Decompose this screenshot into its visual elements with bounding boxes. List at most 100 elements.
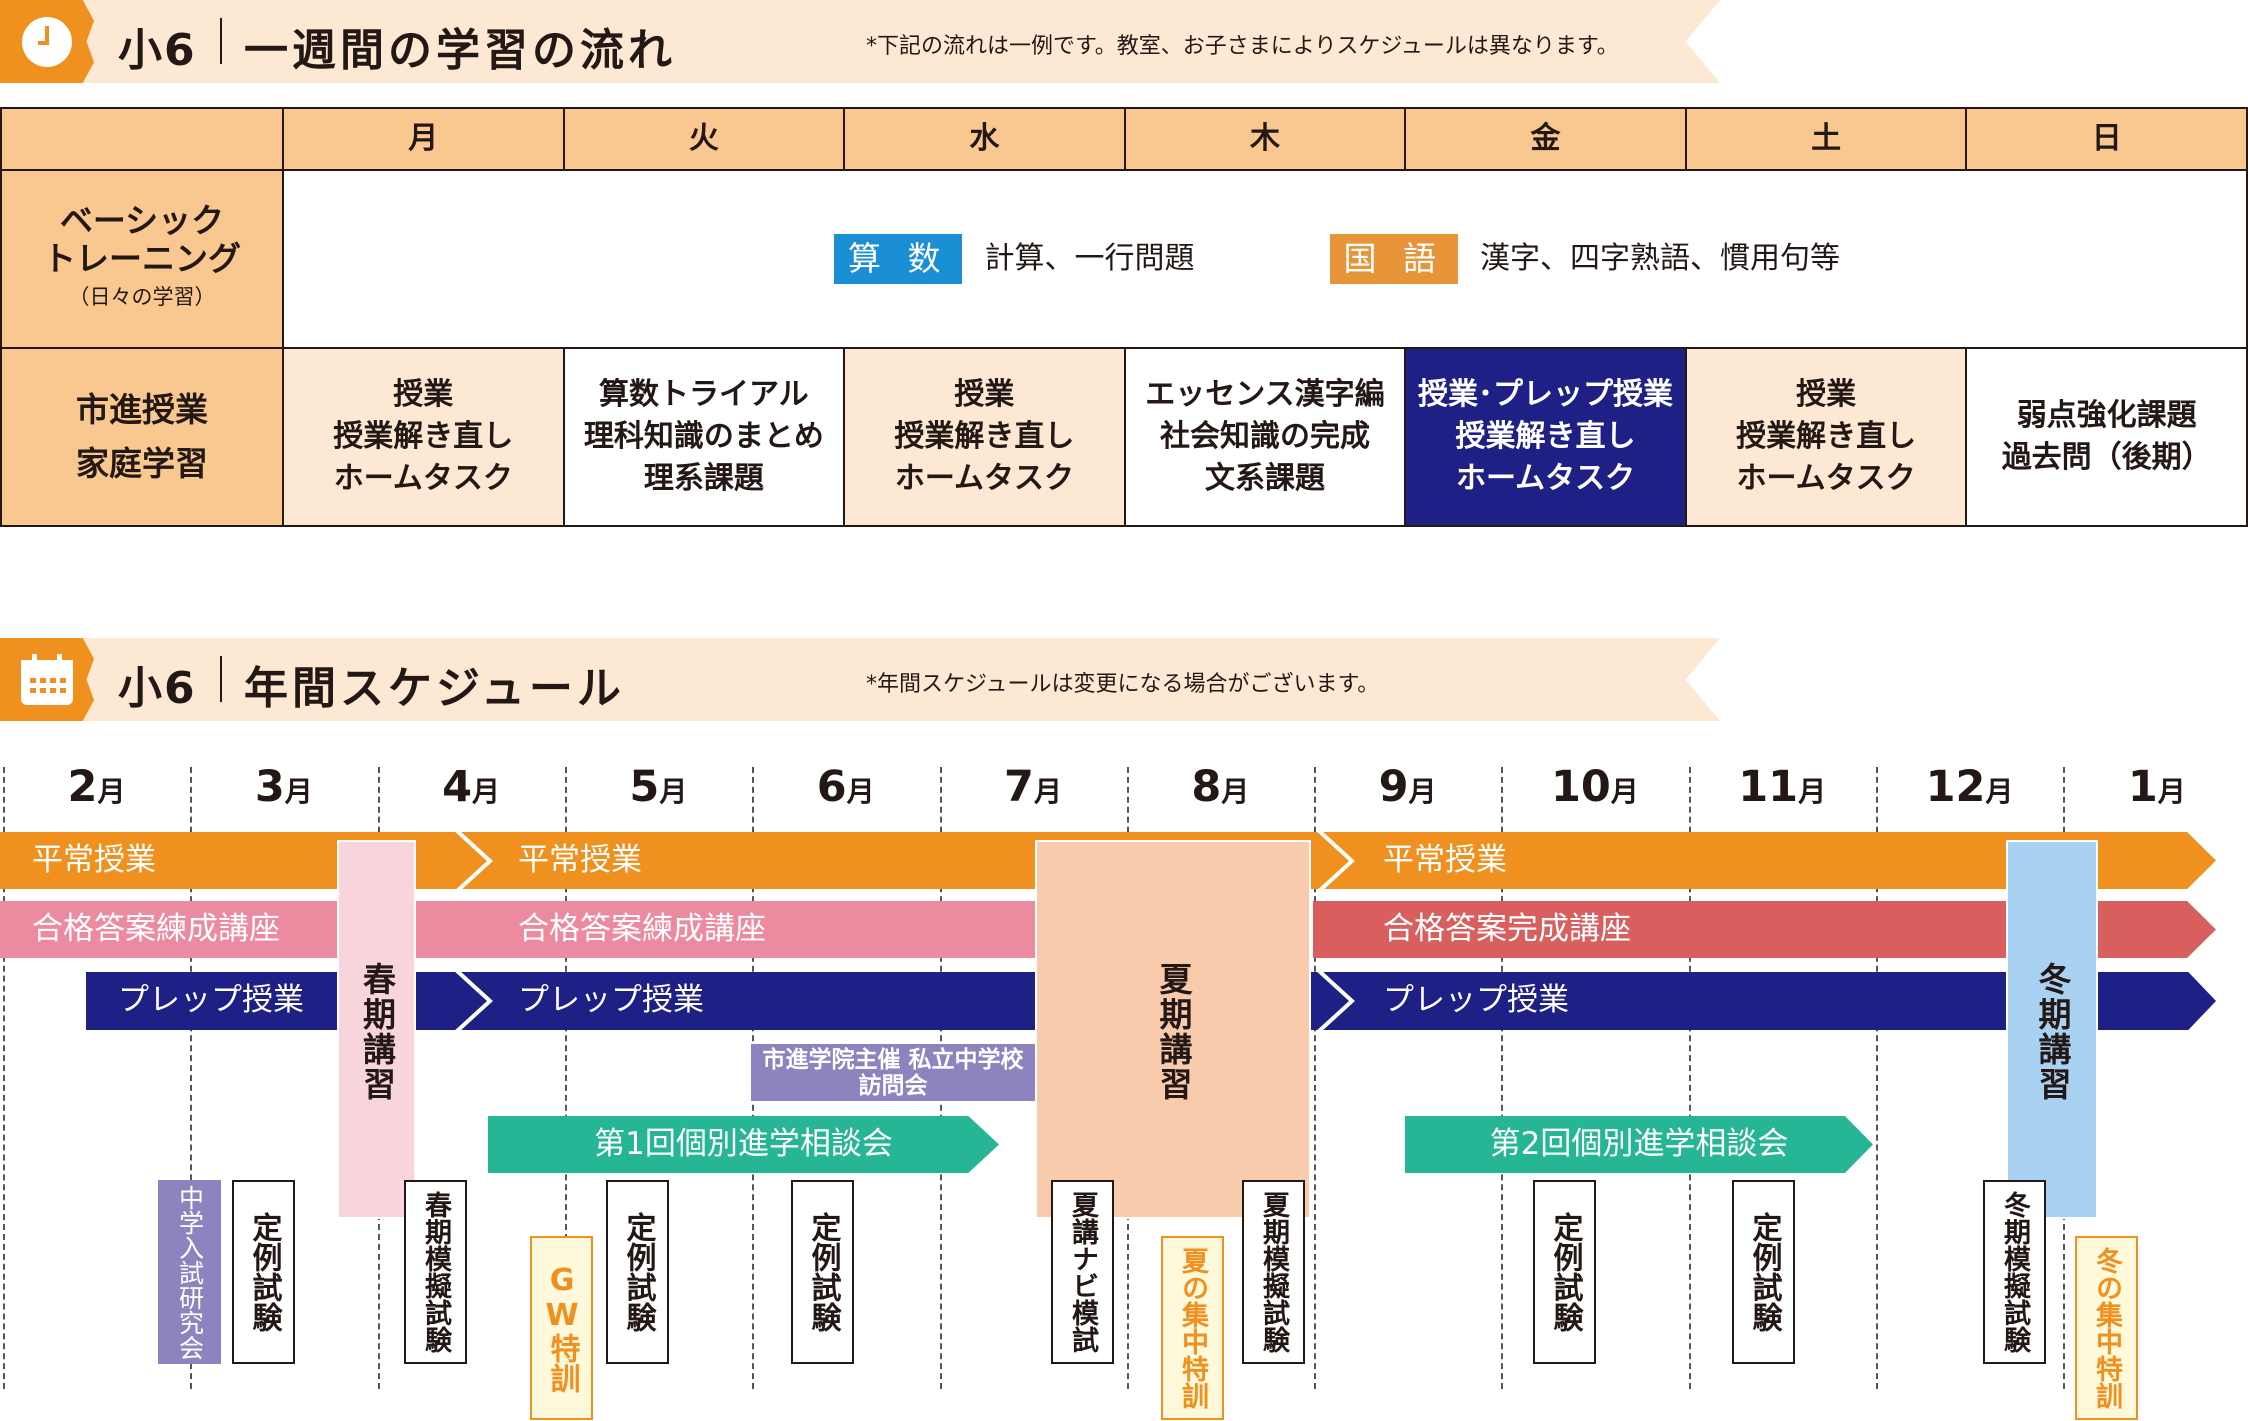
month-suffix: 月: [1985, 775, 2014, 808]
day-header: 木: [1123, 107, 1407, 171]
summer-navi-mock: 夏講ナビ模試: [1051, 1180, 1114, 1364]
month-number: 8: [1191, 762, 1222, 812]
bar-label: プレップ授業: [518, 982, 704, 1018]
section-title: 年間スケジュール: [244, 663, 625, 714]
cell-line: 授業解き直し: [333, 419, 514, 454]
bar-label: 合格答案完成講座: [1383, 911, 1631, 947]
day-header-row: 月 火 水 木 金 土 日: [0, 107, 2248, 171]
cell-line: 授業･プレップ授業: [1418, 377, 1674, 412]
chevron-separators: [454, 828, 1355, 1034]
day-header: 水: [843, 107, 1126, 171]
row-label: トレーニング: [43, 239, 241, 278]
month-divider: [190, 767, 193, 1389]
consultation-2-banner: 第2回個別進学相談会: [1405, 1116, 1873, 1173]
cell-line: 授業: [954, 377, 1015, 412]
month-suffix: 月: [1610, 775, 1639, 808]
month-label: 5月: [565, 762, 752, 812]
winter-course-box: 冬期講習: [2006, 840, 2098, 1219]
month-divider: [564, 767, 567, 1389]
month-number: 10: [1550, 762, 1611, 812]
bar-label: 平常授業: [1383, 842, 1507, 878]
cell-line: 理科知識のまとめ: [583, 419, 824, 454]
month-label: 6月: [752, 762, 939, 812]
month-label: 4月: [378, 762, 565, 812]
divider: [220, 18, 222, 64]
regular-exam: 定例試験: [791, 1180, 854, 1364]
japanese-text: 漢字、四字熟語、慣用句等: [1480, 241, 1841, 276]
bar-label: 合格答案練成講座: [518, 911, 766, 947]
cell-line: 授業: [393, 377, 454, 412]
cell-line: ホームタスク: [894, 461, 1074, 496]
month-suffix: 月: [97, 775, 126, 808]
day-cell-tue: 算数トライアル理科知識のまとめ理系課題: [562, 347, 846, 527]
month-number: 6: [816, 762, 847, 812]
month-number: 12: [1925, 762, 1986, 812]
cell-line: 弱点強化課題: [2016, 398, 2197, 433]
math-text: 計算、一行問題: [984, 241, 1195, 276]
regular-exam: 定例試験: [232, 1180, 295, 1364]
month-number: 5: [629, 762, 660, 812]
cell-line: 授業: [1796, 377, 1857, 412]
bar-label: プレップ授業: [1383, 982, 1569, 1018]
spring-mock-exam: 春期模擬試験: [404, 1180, 467, 1364]
cell-line: ホームタスク: [1455, 461, 1636, 496]
row-header-school: 市進授業 家庭学習: [0, 347, 284, 527]
month-divider: [1876, 767, 1878, 1389]
month-label: 10月: [1501, 762, 1688, 812]
summer-mock-exam: 夏期模擬試験: [1242, 1180, 1305, 1364]
summer-intensive: 夏の集中特訓: [1161, 1236, 1224, 1420]
month-suffix: 月: [1221, 775, 1250, 808]
cell-line: 文系課題: [1204, 461, 1325, 496]
month-suffix: 月: [1798, 775, 1827, 808]
month-label: 7月: [940, 762, 1127, 812]
month-label: 9月: [1314, 762, 1501, 812]
month-suffix: 月: [846, 775, 875, 808]
month-number: 7: [1004, 762, 1034, 812]
winter-mock-exam: 冬期模擬試験: [1983, 1180, 2046, 1364]
day-header: 日: [1965, 107, 2248, 171]
month-divider: [1314, 767, 1317, 1389]
regular-exam: 定例試験: [1732, 1180, 1795, 1364]
annual-header: 小6 年間スケジュール *年間スケジュールは変更になる場合がございます。: [0, 638, 1720, 721]
regular-exam: 定例試験: [1533, 1180, 1596, 1364]
section-note: *年間スケジュールは変更になる場合がございます。: [866, 672, 1380, 697]
school-visit-label: 市進学院主催 私立中学校 訪問会: [762, 1046, 1024, 1099]
divider: [220, 656, 222, 702]
month-divider: [1501, 767, 1504, 1389]
month-divider: [1688, 767, 1691, 1389]
school-row: 市進授業 家庭学習 授業授業解き直しホームタスク 算数トライアル理科知識のまとめ…: [0, 347, 2248, 527]
day-cell-fri: 授業･プレップ授業授業解き直しホームタスク: [1404, 347, 1687, 527]
month-label: 8月: [1127, 762, 1314, 812]
month-suffix: 月: [284, 775, 313, 808]
school-visit-event: 市進学院主催 私立中学校 訪問会: [751, 1044, 1035, 1101]
cell-line: 授業解き直し: [1736, 419, 1917, 454]
day-cell-thu: エッセンス漢字編社会知識の完成文系課題: [1123, 347, 1407, 527]
cell-line: 社会知識の完成: [1159, 419, 1370, 454]
calendar-icon: [0, 638, 94, 721]
day-header: 土: [1684, 107, 1968, 171]
month-number: 9: [1378, 762, 1409, 812]
month-label: 11月: [1689, 762, 1876, 812]
month-number: 1: [2127, 762, 2158, 812]
bar-label: 合格答案練成講座: [32, 911, 280, 947]
row-label: ベーシック: [59, 201, 225, 240]
cell-line: エッセンス漢字編: [1145, 377, 1385, 412]
month-label: 12月: [1876, 762, 2063, 812]
month-suffix: 月: [2157, 775, 2186, 808]
row-label: 市進授業: [76, 390, 208, 429]
day-cell-mon: 授業授業解き直しホームタスク: [282, 347, 565, 527]
grade-label: 小6: [118, 25, 197, 76]
gw-intensive: GW特訓: [530, 1236, 593, 1420]
month-number: 2: [67, 762, 98, 812]
month-suffix: 月: [1408, 775, 1437, 808]
grade-label: 小6: [118, 663, 197, 714]
month-suffix: 月: [1033, 775, 1062, 808]
row-sublabel: （日々の学習）: [68, 285, 216, 309]
row-label: 家庭学習: [76, 444, 208, 483]
day-header: 火: [562, 107, 846, 171]
cell-line: 算数トライアル: [598, 377, 809, 412]
math-badge: 算 数: [833, 234, 963, 284]
weekly-header: 小6 一週間の学習の流れ *下記の流れは一例です。教室、お子さまによりスケジュー…: [0, 0, 1720, 83]
winter-intensive: 冬の集中特訓: [2075, 1236, 2138, 1420]
month-divider: [3, 767, 5, 1389]
